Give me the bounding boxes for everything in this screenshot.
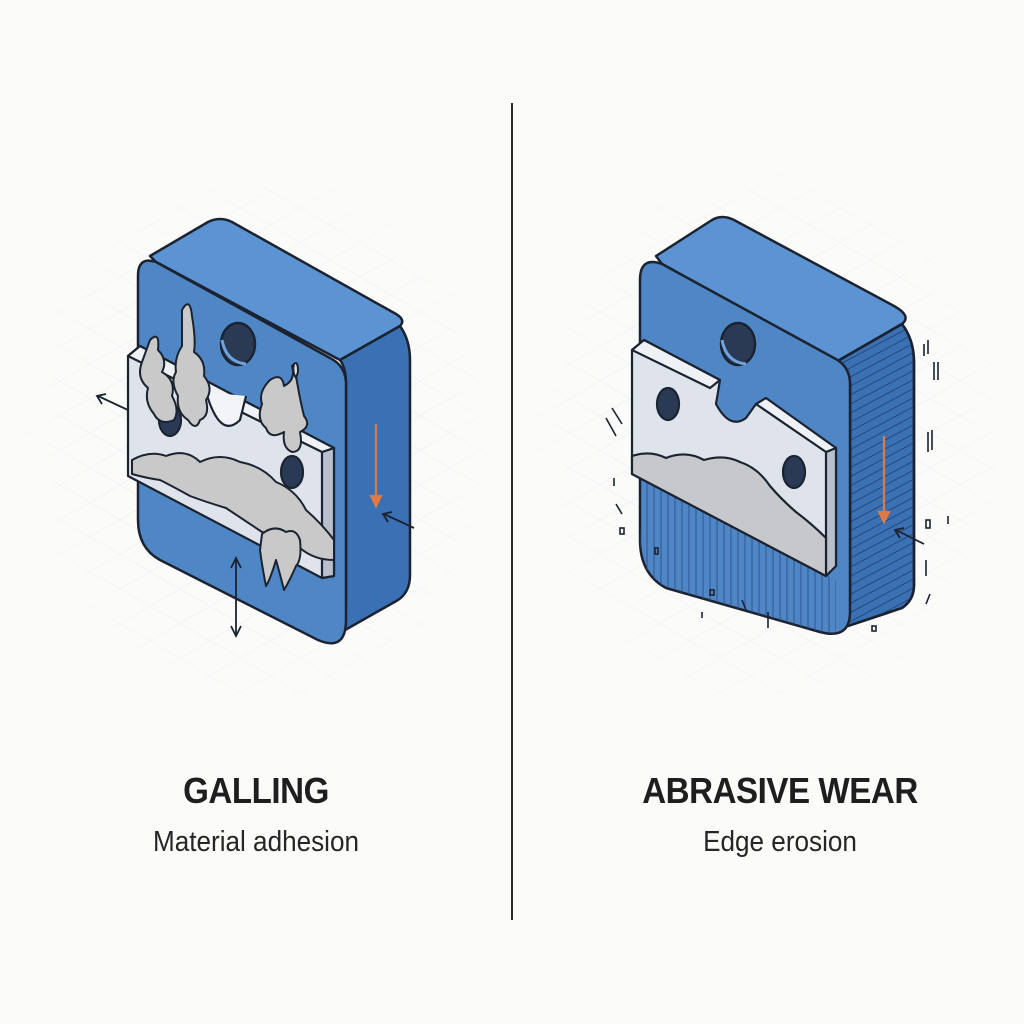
abrasive-wear-subtitle: Edge erosion (703, 826, 857, 858)
galling-deposits (131, 303, 335, 591)
orange-slide-arrow-icon (369, 424, 383, 509)
galling-arrows (95, 393, 415, 639)
abrasive-wear-title: ABRASIVE WEAR (642, 770, 918, 811)
force-arrow-left-icon (97, 395, 129, 411)
panel-divider (511, 103, 513, 920)
galling-title: GALLING (183, 770, 329, 811)
galling-subtitle: Material adhesion (152, 826, 360, 858)
side-force-arrow-icon (383, 513, 415, 529)
